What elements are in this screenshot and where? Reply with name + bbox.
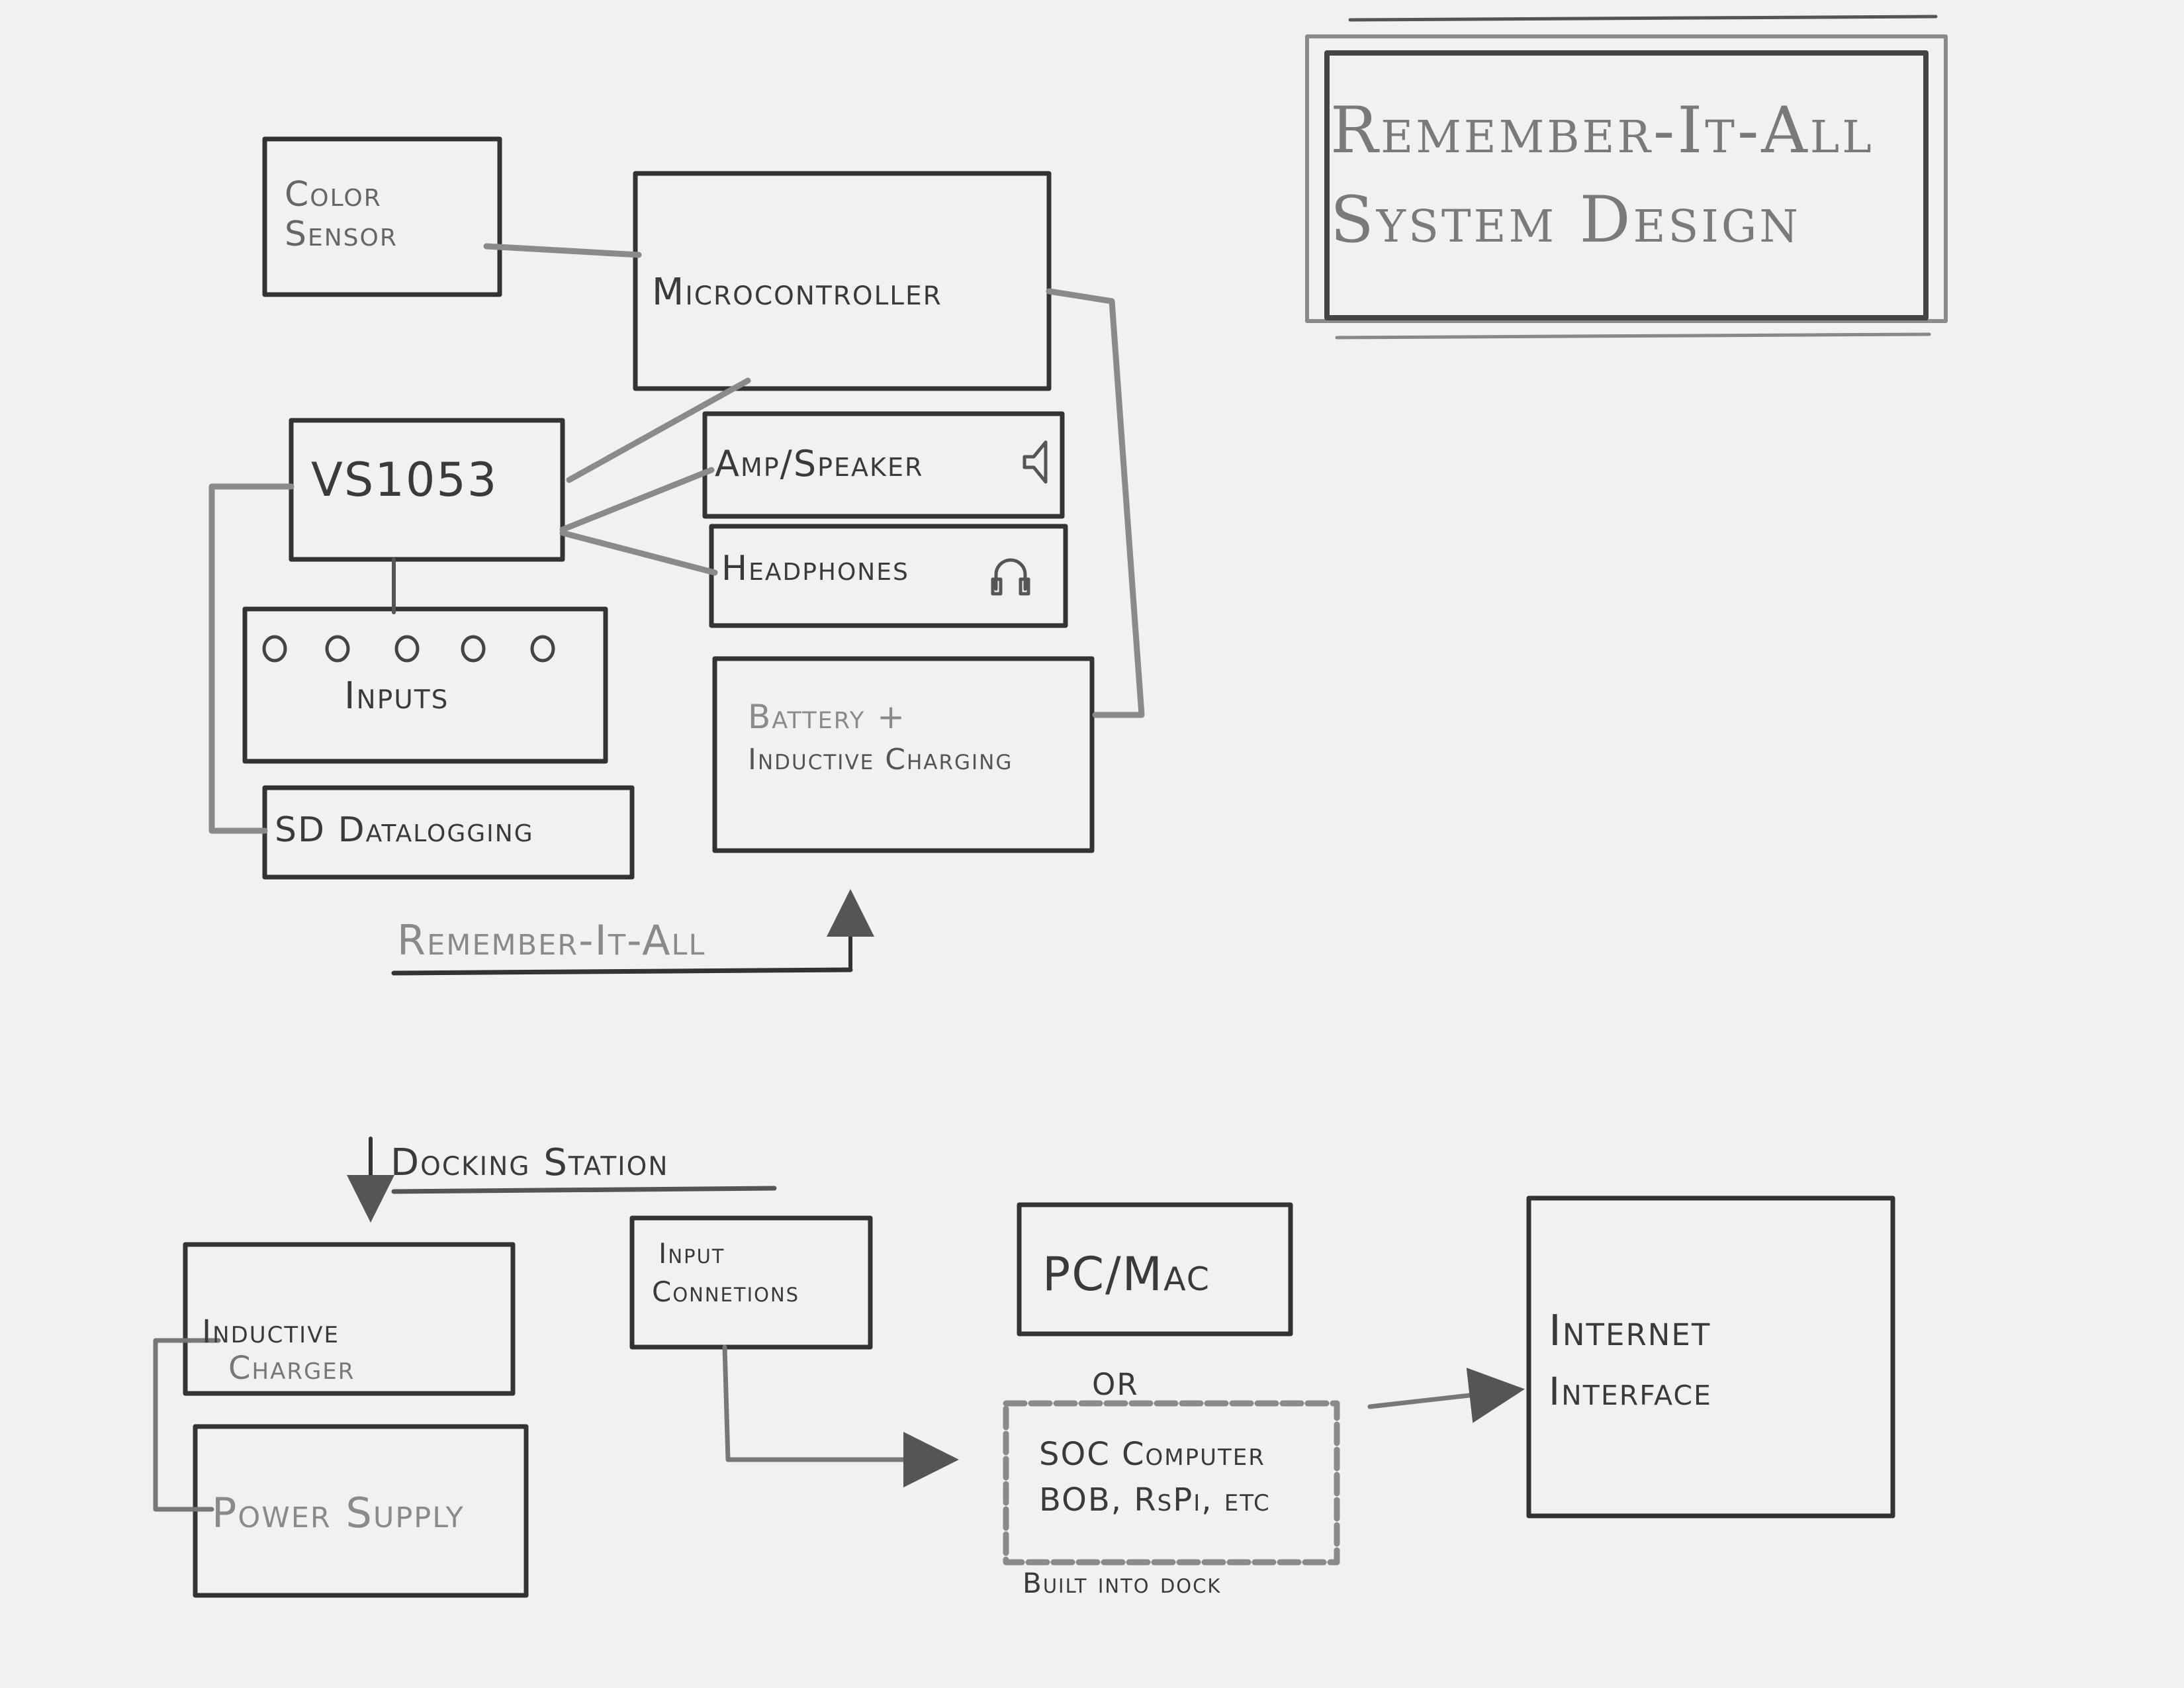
headphone-icon xyxy=(991,558,1030,596)
input-button-1 xyxy=(262,635,287,663)
input-buttons xyxy=(262,635,555,663)
input-button-3 xyxy=(394,635,420,663)
inductive-charger-label: Inductive Charger xyxy=(202,1313,355,1387)
dock-caption: Docking Station xyxy=(390,1141,669,1184)
input-button-4 xyxy=(461,635,486,663)
dock-connectors xyxy=(153,1338,1525,1512)
battery-label: Battery + Inductive Charging xyxy=(748,698,1013,776)
pc-mac-label: PC/Mac xyxy=(1042,1247,1210,1301)
inputs-box xyxy=(242,606,608,764)
input-connections-label: Input Connetions xyxy=(652,1237,800,1309)
vs1053-label: VS1053 xyxy=(311,453,498,507)
device-connectors xyxy=(208,243,1145,834)
amp-speaker-label: Amp/Speaker xyxy=(715,443,924,485)
sd-label: SD Datalogging xyxy=(275,810,534,850)
speaker-icon xyxy=(1023,440,1048,484)
battery-box xyxy=(712,656,1095,853)
inputs-label: Inputs xyxy=(344,675,449,718)
diagram-title: Remember-It-All System Design xyxy=(1330,93,1874,258)
device-caption: Remember-It-All xyxy=(397,916,706,964)
input-button-2 xyxy=(325,635,350,663)
title-frame-inner xyxy=(1324,50,1929,320)
headphones-box xyxy=(709,524,1068,628)
soc-box xyxy=(1003,1400,1340,1566)
vs1053-box xyxy=(289,418,565,562)
charger-to-power-line xyxy=(153,1338,221,1512)
sensor-to-mcu-line xyxy=(483,243,642,258)
vs1053-to-sd-line xyxy=(208,483,295,834)
title-frame-top-rule xyxy=(1348,15,1938,22)
internet-label: Internet Interface xyxy=(1549,1307,1712,1414)
connections-to-soc-arrow xyxy=(722,1344,959,1487)
vs1053-to-amp-line xyxy=(559,467,715,533)
power-supply-label: Power Supply xyxy=(212,1489,465,1537)
soc-to-internet-arrow xyxy=(1367,1368,1525,1423)
soc-note-label: Built into dock xyxy=(1023,1567,1222,1599)
input-connections-box xyxy=(629,1215,873,1350)
headphones-label: Headphones xyxy=(721,549,909,588)
dock-caption-underline xyxy=(391,1186,777,1194)
title-line-2: System Design xyxy=(1330,183,1801,258)
amp-speaker-box xyxy=(702,411,1065,519)
color-sensor-label: Color Sensor xyxy=(285,175,398,254)
color-sensor-box xyxy=(262,136,502,297)
soc-label: SOC Computer BOB, RsPi, etc xyxy=(1039,1436,1271,1519)
pc-mac-box xyxy=(1017,1202,1293,1336)
title-frame-outer xyxy=(1305,34,1948,323)
title-frame-bottom-rule xyxy=(1335,332,1931,340)
mcu-to-vs1053-line xyxy=(566,377,751,483)
microcontroller-label: Microcontroller xyxy=(652,271,942,314)
inductive-charger-box xyxy=(183,1242,516,1396)
device-caption-underline xyxy=(391,967,853,976)
or-label: or xyxy=(1092,1356,1139,1405)
vs1053-to-headphones-line xyxy=(559,530,718,576)
microcontroller-box xyxy=(633,171,1052,391)
internet-box xyxy=(1526,1196,1895,1519)
mcu-to-battery-line xyxy=(1046,288,1145,718)
title-line-1: Remember-It-All xyxy=(1330,93,1874,167)
input-button-5 xyxy=(530,635,555,663)
